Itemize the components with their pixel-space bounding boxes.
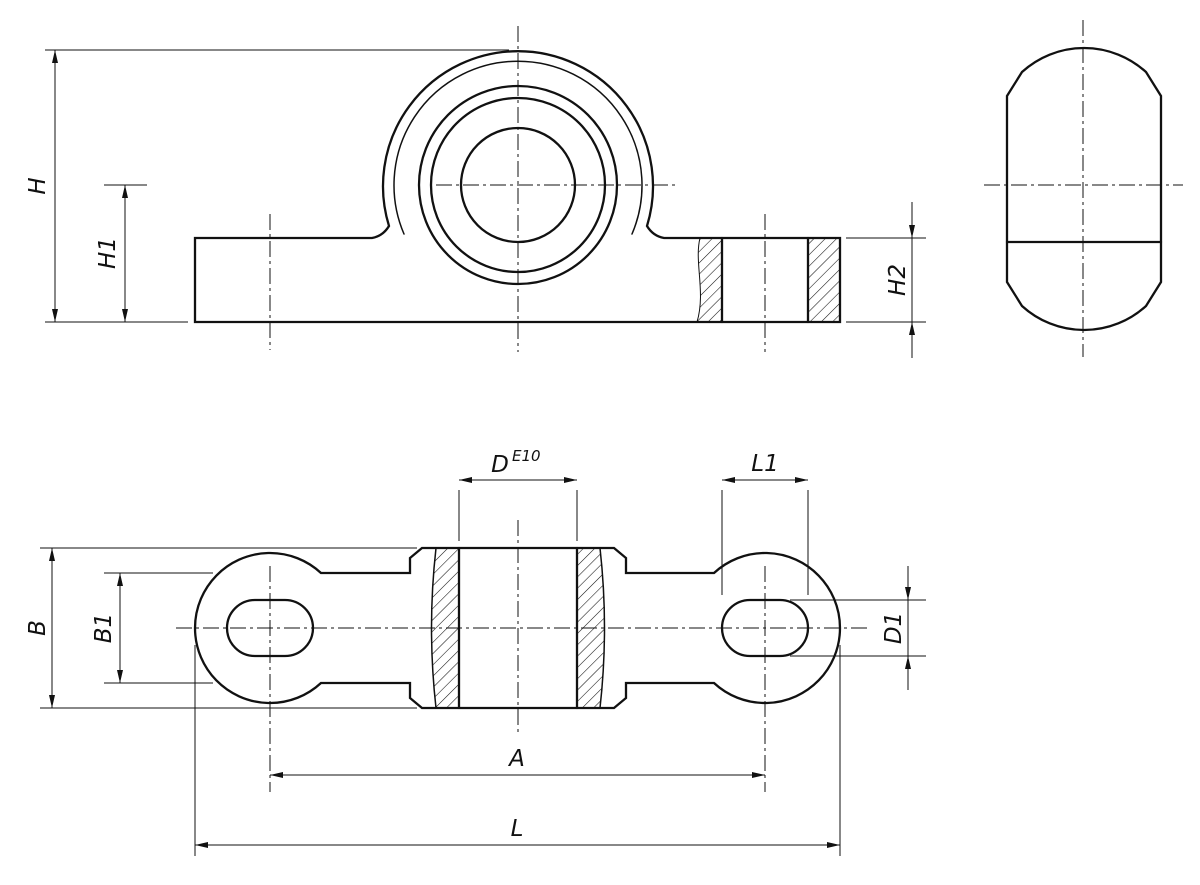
slot-left [225, 598, 315, 658]
dim-label-d: D [491, 452, 509, 478]
dimension-h: H [25, 49, 509, 323]
front-view [193, 26, 842, 352]
top-view [176, 520, 870, 792]
front-outline [193, 50, 842, 324]
dim-label-a: A [507, 746, 525, 772]
side-view [984, 20, 1183, 357]
dim-label-b: B [25, 620, 51, 636]
hatch-area [808, 238, 840, 322]
break-line [696, 237, 701, 323]
dimension-d1: D1 [790, 566, 926, 690]
dimension-a: A [270, 746, 765, 778]
hatch-area [431, 548, 459, 708]
dim-label-l1: L1 [751, 451, 778, 477]
dimension-l: L [194, 645, 841, 856]
dimension-h2: H2 [846, 202, 926, 358]
side-outline [1005, 46, 1163, 332]
dim-label-d-tolerance: E10 [512, 447, 541, 465]
dim-label-h2: H2 [885, 264, 911, 296]
dimension-d: D E10 [458, 447, 578, 541]
dim-label-l: L [511, 816, 524, 842]
slot-right [720, 598, 810, 658]
dimension-b: B [25, 547, 417, 709]
dim-label-h1: H1 [95, 237, 121, 269]
dim-label-d1: D1 [881, 612, 907, 644]
plan-outline [193, 546, 842, 710]
boss-wall-edge [599, 547, 606, 709]
dim-label-b1: B1 [91, 613, 117, 643]
dimensions: H H1 H2 B B1 [25, 49, 926, 856]
dimension-b1: B1 [91, 572, 213, 684]
dimension-h1: H1 [95, 184, 147, 322]
hatch-area [697, 238, 722, 322]
dim-label-h: H [25, 177, 51, 194]
dimension-l1: L1 [721, 451, 809, 595]
